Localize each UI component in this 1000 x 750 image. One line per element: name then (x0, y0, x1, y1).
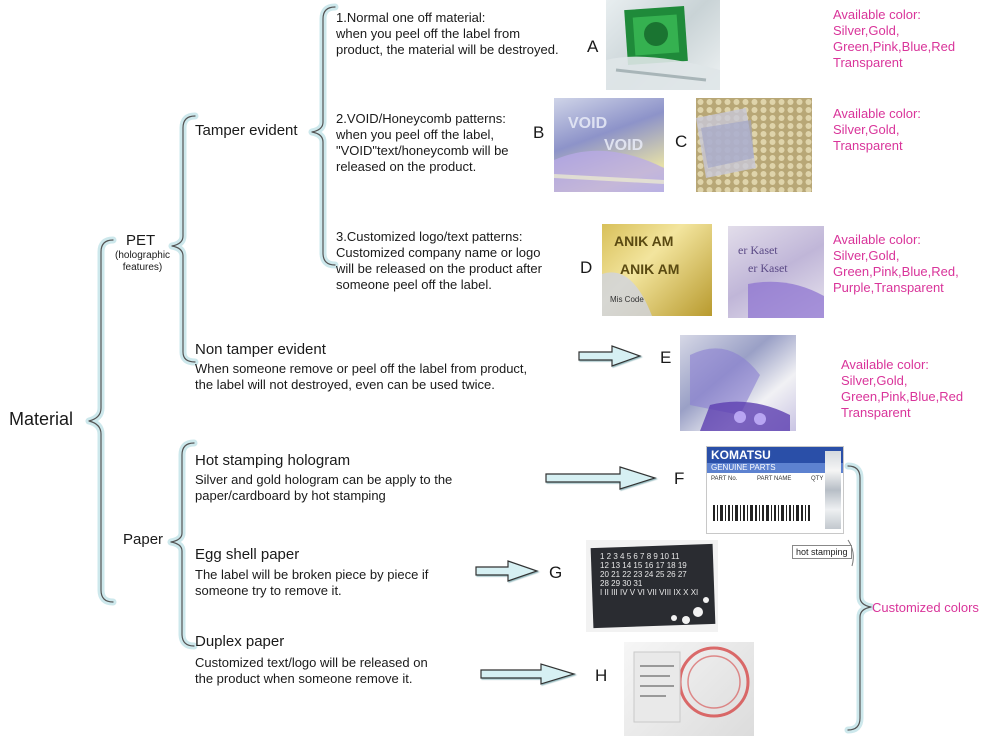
paper-label: Paper (123, 531, 164, 548)
d-text-3: Mis Code (610, 295, 644, 304)
letter-b: B (533, 123, 545, 142)
color-list-3: Available color: Silver,Gold, Green,Pink… (833, 232, 959, 295)
komatsu-genuine: GENUINE PARTS (711, 463, 776, 472)
letter-h: H (595, 666, 608, 685)
arrow-e (578, 345, 642, 367)
duplex-text: Customized text/logo will be released on… (195, 655, 428, 686)
tamper-item-2-text: 2.VOID/Honeycomb patterns: when you peel… (336, 111, 509, 174)
sample-image-e (680, 335, 796, 431)
void-text-2: VOID (604, 137, 643, 154)
d-text-2: ANIK AM (620, 261, 679, 277)
sample-image-d: ANIK AM ANIK AM Mis Code (602, 224, 712, 316)
arrow-f (545, 466, 658, 490)
void-text-1: VOID (568, 115, 607, 132)
tamper-item-1-text: 1.Normal one off material: when you peel… (336, 10, 559, 57)
sample-image-f: KOMATSU GENUINE PARTS PART No. PART NAME… (706, 446, 844, 534)
color-list-2: Available color: Silver,Gold, Transparen… (833, 106, 921, 153)
hot-stamping-text: Silver and gold hologram can be apply to… (195, 472, 453, 503)
letter-f: F (674, 469, 685, 488)
customized-colors-label: Customized colors (872, 600, 979, 615)
material-label: Material (9, 409, 74, 429)
pet-sublabel: (holographic features) (115, 250, 171, 273)
letter-g: G (549, 563, 563, 582)
d2-text-2: er Kaset (748, 261, 788, 275)
non-tamper-text: When someone remove or peel off the labe… (195, 361, 528, 392)
komatsu-brand: KOMATSU (711, 448, 771, 462)
hot-stamping-label: Hot stamping hologram (195, 452, 351, 469)
egg-numbers: 1 2 3 4 5 6 7 8 9 10 11 12 13 14 15 16 1… (600, 552, 699, 597)
hot-stamping-note: hot stamping (792, 545, 852, 559)
arrow-h (480, 663, 577, 685)
sample-image-d2: er Kaset er Kaset (728, 226, 824, 318)
duplex-label: Duplex paper (195, 633, 285, 650)
sample-image-h (624, 642, 754, 736)
arrow-g (475, 560, 539, 582)
komatsu-part-no: PART No. (711, 476, 738, 482)
tamper-item-3-text: 3.Customized logo/text patterns: Customi… (336, 229, 542, 292)
letter-d: D (580, 258, 593, 277)
egg-shell-label: Egg shell paper (195, 546, 300, 563)
letter-a: A (587, 37, 599, 56)
letter-e: E (660, 348, 672, 367)
pet-label: PET (126, 232, 156, 249)
komatsu-qty: QTY (811, 476, 824, 482)
d-text-1: ANIK AM (614, 233, 673, 249)
komatsu-part-name: PART NAME (757, 476, 792, 482)
tamper-evident-label: Tamper evident (195, 122, 298, 139)
egg-shell-text: The label will be broken piece by piece … (195, 567, 429, 598)
non-tamper-label: Non tamper evident (195, 341, 326, 358)
d2-text-1: er Kaset (738, 243, 778, 257)
sample-image-b: VOID VOID (554, 98, 664, 192)
color-list-1: Available color: Silver,Gold, Green,Pink… (833, 7, 956, 70)
sample-image-c (696, 98, 812, 192)
letter-c: C (675, 132, 688, 151)
sample-image-g: 1 2 3 4 5 6 7 8 9 10 11 12 13 14 15 16 1… (586, 540, 718, 632)
color-list-4: Available color: Silver,Gold, Green,Pink… (841, 357, 964, 420)
sample-image-a (606, 0, 720, 90)
